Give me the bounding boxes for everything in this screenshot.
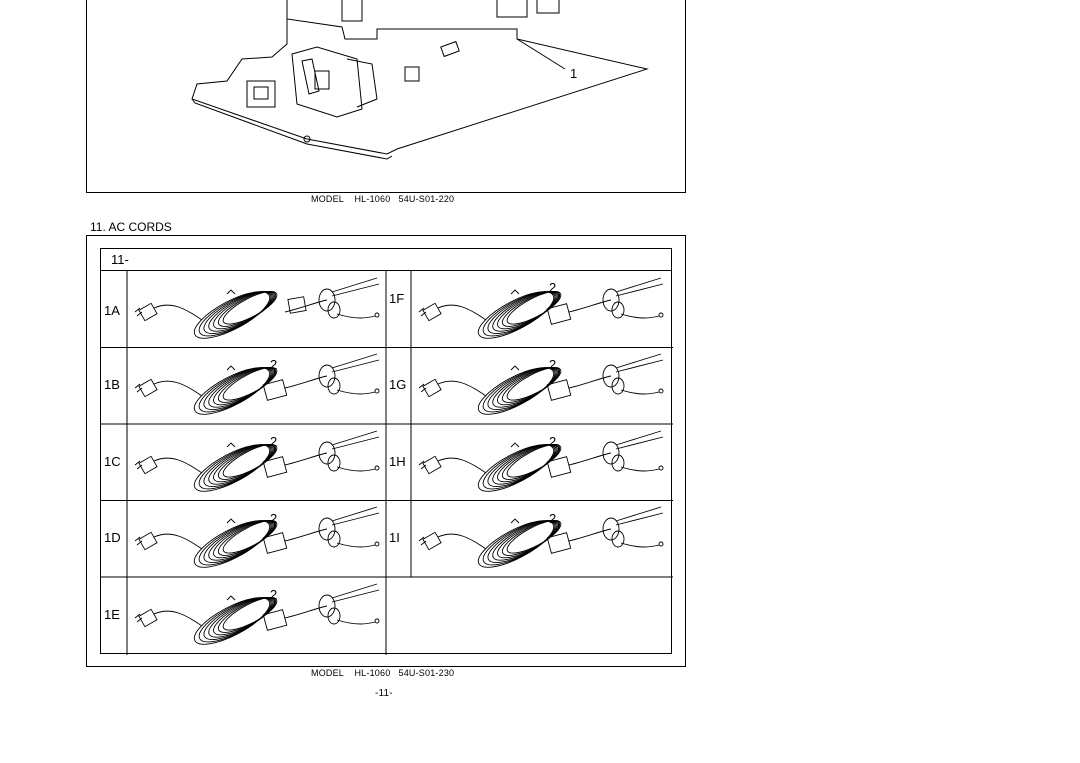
ac-cords-caption: MODEL HL-1060 54U-S01-230 bbox=[311, 668, 455, 678]
ac-cord-illustration-1c bbox=[134, 430, 380, 492]
part-number-1g: 2 bbox=[549, 357, 557, 372]
table-grid bbox=[101, 271, 673, 655]
ac-cord-illustration-1a bbox=[134, 277, 380, 339]
part-number-1f: 2 bbox=[549, 280, 557, 295]
ac-cord-illustration-1f bbox=[418, 277, 664, 339]
part-number-1d: 2 bbox=[270, 511, 278, 526]
cell-label-1a: 1A bbox=[104, 303, 120, 318]
cell-label-1b: 1B bbox=[104, 377, 120, 392]
ac-cord-illustration-1d bbox=[134, 506, 380, 568]
ac-cord-illustration-1b bbox=[134, 353, 380, 415]
table-header-prefix: 11- bbox=[111, 252, 129, 267]
ac-cords-frame: 11- bbox=[86, 235, 686, 667]
cell-label-1i: 1I bbox=[389, 530, 400, 545]
part-number-1e: 2 bbox=[270, 587, 278, 602]
cell-label-1c: 1C bbox=[104, 454, 121, 469]
pcb-board-drawing bbox=[191, 0, 649, 160]
ac-cords-table: 11- bbox=[100, 248, 673, 655]
part-number-1i: 2 bbox=[549, 511, 557, 526]
cell-label-1e: 1E bbox=[104, 607, 120, 622]
cell-label-1h: 1H bbox=[389, 454, 406, 469]
cell-label-1g: 1G bbox=[389, 377, 407, 392]
part-number-1c: 2 bbox=[270, 434, 278, 449]
cell-label-1f: 1F bbox=[389, 291, 405, 306]
part-number-1b: 2 bbox=[270, 357, 278, 372]
cell-label-1d: 1D bbox=[104, 530, 121, 545]
top-figure-frame: 1 bbox=[86, 0, 686, 193]
part-number-1h: 2 bbox=[549, 434, 557, 449]
page-number: -11- bbox=[375, 688, 393, 699]
callout-1: 1 bbox=[570, 66, 578, 81]
table-header: 11- bbox=[101, 249, 671, 271]
ac-cord-illustration-1h bbox=[418, 430, 664, 492]
section-title: 11. AC CORDS bbox=[90, 220, 172, 234]
top-figure-caption: MODEL HL-1060 54U-S01-220 bbox=[311, 194, 455, 204]
ac-cord-illustration-1i bbox=[418, 506, 664, 568]
ac-cord-illustration-1e bbox=[134, 583, 380, 645]
ac-cord-illustration-1g bbox=[418, 353, 664, 415]
